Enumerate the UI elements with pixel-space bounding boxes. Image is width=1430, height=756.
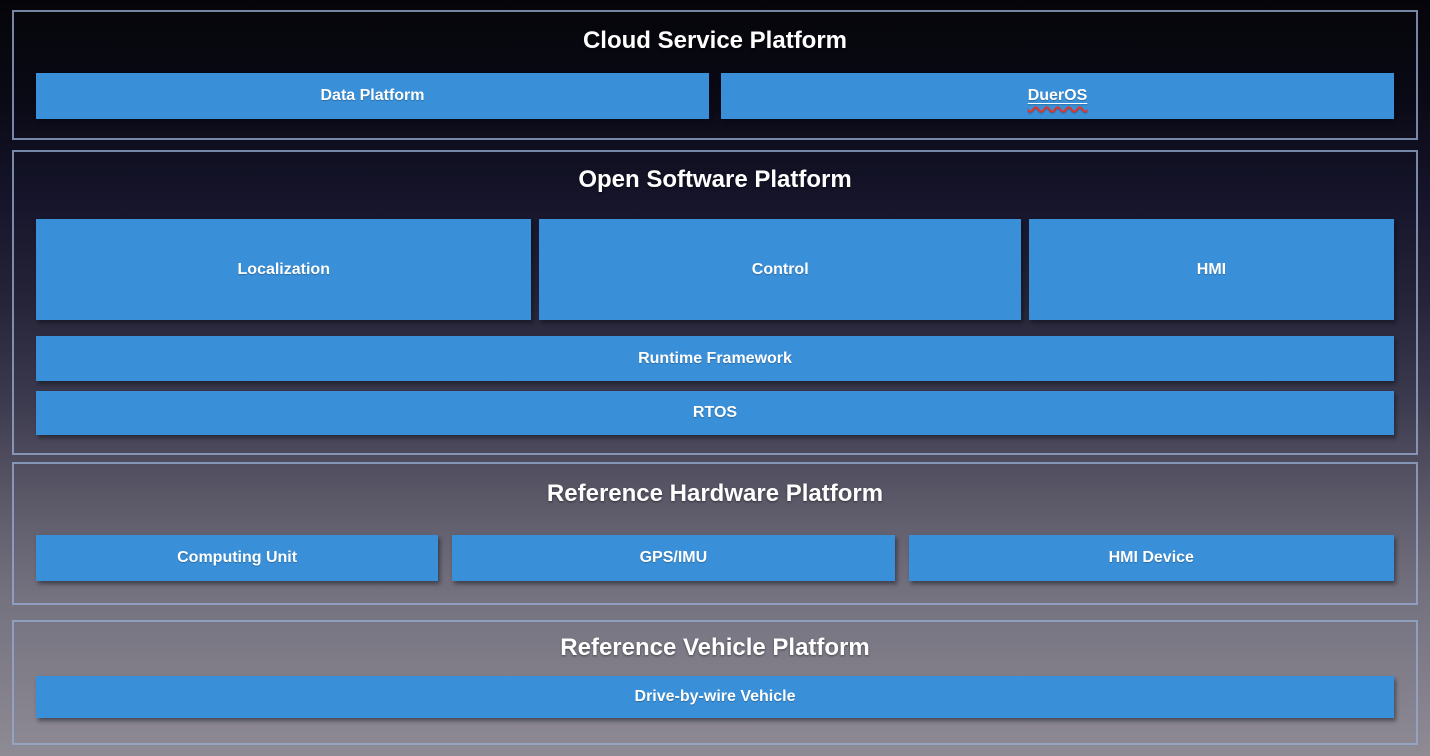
reference-vehicle-platform-title: Reference Vehicle Platform xyxy=(560,634,870,661)
section-cloud-service-platform: Cloud Service Platform Data Platform Due… xyxy=(12,10,1418,140)
dueros-underline: DuerOS xyxy=(1028,87,1088,105)
dueros-label: DuerOS xyxy=(1027,87,1088,104)
box-computing-unit: Computing Unit xyxy=(36,535,439,581)
reference-hardware-platform-title: Reference Hardware Platform xyxy=(546,480,884,507)
open-software-platform-title: Open Software Platform xyxy=(578,166,852,193)
box-drive-by-wire-vehicle: Drive-by-wire Vehicle xyxy=(36,676,1394,718)
box-data-platform: Data Platform xyxy=(36,73,709,119)
software-modules-row: Localization Control HMI xyxy=(36,219,1395,320)
box-hmi-device: HMI Device xyxy=(908,535,1394,581)
box-dueros: DuerOS xyxy=(721,73,1394,119)
box-control: Control xyxy=(539,219,1021,320)
section-open-software-platform: Open Software Platform Localization Cont… xyxy=(12,150,1418,455)
box-hmi: HMI xyxy=(1028,219,1395,320)
cloud-service-row: Data Platform DuerOS xyxy=(36,73,1394,119)
box-rtos: RTOS xyxy=(36,391,1394,435)
section-reference-vehicle-platform: Reference Vehicle Platform Drive-by-wire… xyxy=(12,620,1418,745)
section-reference-hardware-platform: Reference Hardware Platform Computing Un… xyxy=(12,462,1418,605)
hardware-row: Computing Unit GPS/IMU HMI Device xyxy=(36,535,1394,581)
cloud-service-platform-title: Cloud Service Platform xyxy=(582,27,848,54)
box-runtime-framework: Runtime Framework xyxy=(36,336,1394,381)
vehicle-row: Drive-by-wire Vehicle xyxy=(36,676,1394,718)
box-localization: Localization xyxy=(36,219,532,320)
box-gps-imu: GPS/IMU xyxy=(452,535,895,581)
